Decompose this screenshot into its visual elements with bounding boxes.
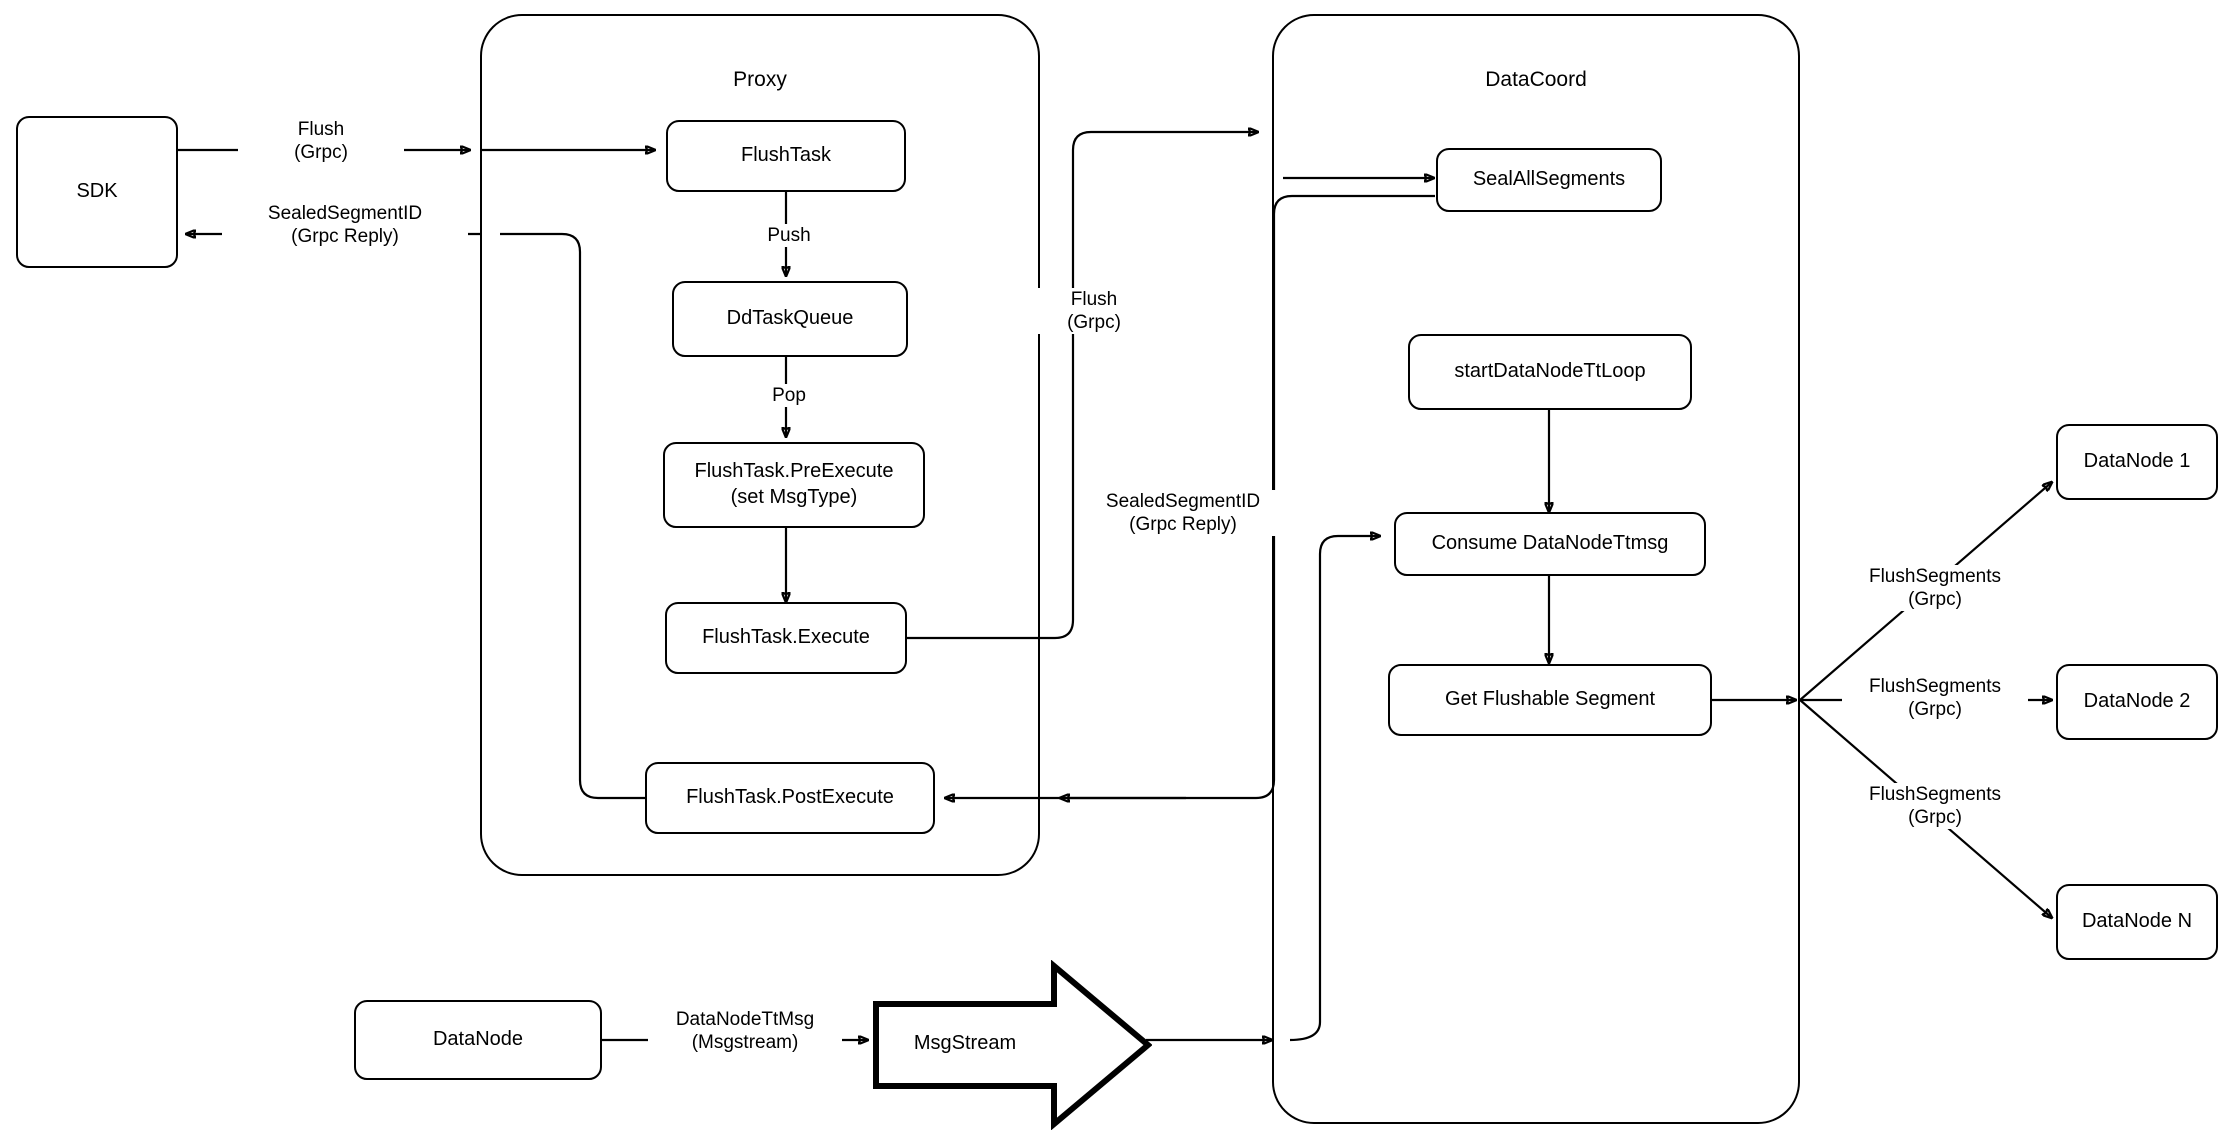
node-preexecute-line1: FlushTask.PreExecute (694, 460, 894, 483)
edge-label-sealedsegmentid-l2: (Grpc Reply) (291, 226, 399, 248)
node-dd-task-queue[interactable]: DdTaskQueue (672, 281, 908, 357)
edge-label-datacoord-to-proxy: SealedSegmentID (Grpc Reply) (1086, 490, 1280, 537)
edge-label-ttmsg-l2: (Msgstream) (691, 1032, 799, 1054)
edge-label-sealedsegmentid-l1: SealedSegmentID (267, 203, 423, 224)
edge-label-pop: Pop (750, 384, 828, 408)
node-datanode-bottom[interactable]: DataNode (354, 1000, 602, 1080)
edge-label-fsn-l1: FlushSegments (1868, 784, 2001, 805)
edge-label-ttmsg-l1: DataNodeTtMsg (675, 1009, 815, 1030)
node-datanode-n[interactable]: DataNode N (2056, 884, 2218, 960)
edge-label-fs2-l2: (Grpc) (1908, 699, 1962, 721)
node-msgstream-shape[interactable]: MsgStream (872, 959, 1153, 1131)
node-preexecute-line2: (set MsgType) (730, 486, 858, 508)
edge-label-flush-segments-2: FlushSegments (Grpc) (1842, 675, 2028, 722)
edge-label-fs2-l1: FlushSegments (1868, 676, 2001, 697)
node-datanode-1[interactable]: DataNode 1 (2056, 424, 2218, 500)
edge-label-flush-l2: (Grpc) (294, 142, 348, 164)
container-proxy-title: Proxy (733, 68, 787, 91)
node-get-flushable-segment[interactable]: Get Flushable Segment (1388, 664, 1712, 736)
edge-label-fs1-l2: (Grpc) (1908, 589, 1962, 611)
edge-label-push: Push (746, 224, 832, 248)
edge-label-flush-segments-1: FlushSegments (Grpc) (1842, 565, 2028, 612)
node-seal-all-segments[interactable]: SealAllSegments (1436, 148, 1662, 212)
edge-label-flush-l1: Flush (297, 119, 345, 140)
node-start-datanode-tt-loop[interactable]: startDataNodeTtLoop (1408, 334, 1692, 410)
container-datacoord-title: DataCoord (1485, 68, 1587, 91)
edge-label-datanode-to-msgstream: DataNodeTtMsg (Msgstream) (648, 1008, 842, 1055)
edge-label-sealed-reply-l2: (Grpc Reply) (1129, 514, 1237, 536)
edge-label-sdk-to-proxy: Flush (Grpc) (238, 118, 404, 165)
edge-label-flush-segments-n: FlushSegments (Grpc) (1842, 783, 2028, 830)
node-msgstream-label: MsgStream (913, 1032, 1017, 1054)
node-flushtask-execute[interactable]: FlushTask.Execute (665, 602, 907, 674)
node-flushtask-postexecute[interactable]: FlushTask.PostExecute (645, 762, 935, 834)
node-datanode-2[interactable]: DataNode 2 (2056, 664, 2218, 740)
edge-label-flush-grpc-l1: Flush (1070, 289, 1118, 310)
node-flushtask-preexecute[interactable]: FlushTask.PreExecute (set MsgType) (663, 442, 925, 528)
edge-label-proxy-to-sdk: SealedSegmentID (Grpc Reply) (222, 202, 468, 249)
node-consume-datanode-ttmsg[interactable]: Consume DataNodeTtmsg (1394, 512, 1706, 576)
edge-label-proxy-to-datacoord: Flush (Grpc) (1036, 288, 1152, 335)
edge-label-flush-grpc-l2: (Grpc) (1067, 312, 1121, 334)
edge-label-fsn-l2: (Grpc) (1908, 807, 1962, 829)
edge-label-fs1-l1: FlushSegments (1868, 566, 2001, 587)
edge-label-sealed-reply-l1: SealedSegmentID (1105, 491, 1261, 512)
node-sdk[interactable]: SDK (16, 116, 178, 268)
node-flush-task[interactable]: FlushTask (666, 120, 906, 192)
